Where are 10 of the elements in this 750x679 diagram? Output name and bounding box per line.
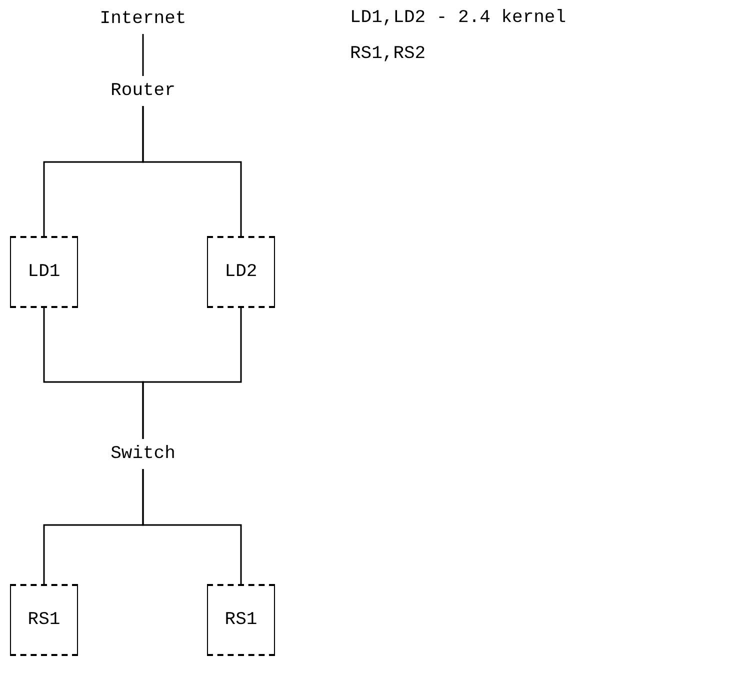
connector-line: [142, 308, 242, 439]
connector-line: [142, 469, 242, 584]
server-box: LD1: [10, 236, 78, 308]
server-box: RS1: [10, 584, 78, 656]
legend-note: RS1,RS2: [350, 44, 426, 64]
server-box: LD2: [207, 236, 275, 308]
legend-note: LD1,LD2 - 2.4 kernel: [350, 8, 566, 28]
server-box: RS1: [207, 584, 275, 656]
connector-line: [142, 106, 242, 236]
connector-line: [142, 34, 144, 76]
